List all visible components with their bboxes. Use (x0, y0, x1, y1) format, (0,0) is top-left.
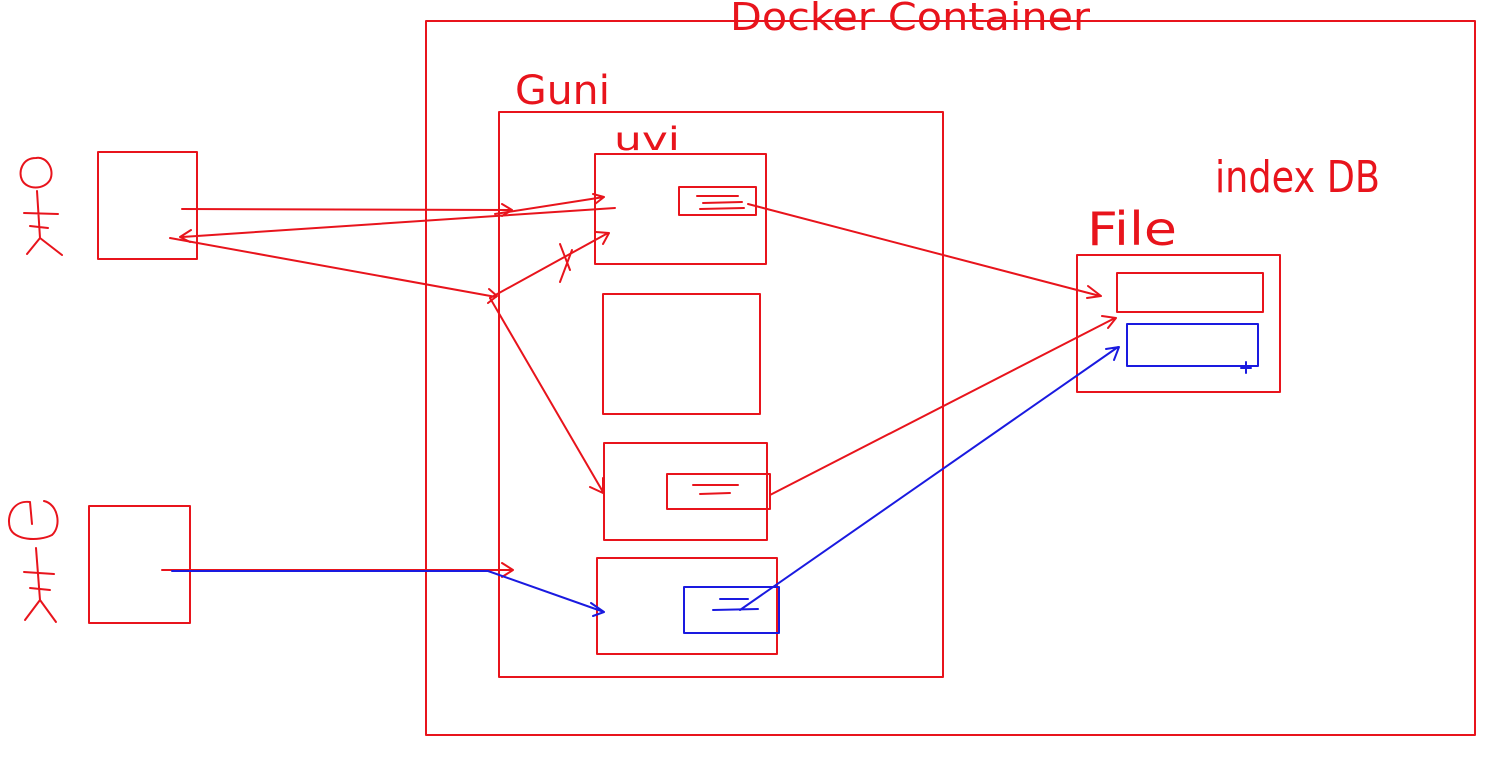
file-slot-blue (1126, 323, 1259, 367)
docker-container-label: Docker Container (730, 0, 1090, 39)
blue-connection-arrows (171, 346, 1120, 617)
guni-box (498, 111, 944, 678)
index-db-label: index DB (1215, 152, 1380, 203)
uvi-worker-2 (602, 293, 761, 415)
file-slot-red (1116, 272, 1264, 313)
user-two-stick-figure-icon (8, 500, 59, 623)
uvi-worker-3 (603, 442, 768, 541)
red-connection-arrows (161, 193, 1117, 578)
file-box (1076, 254, 1281, 393)
docker-container-box (425, 20, 1476, 736)
uvi-worker-3-file-handle (666, 473, 771, 510)
user-one-stick-figure-icon (19, 156, 63, 256)
file-label: File (1087, 202, 1177, 256)
uvi-worker-4 (596, 557, 778, 655)
client-box-2 (88, 505, 191, 624)
guni-label: Guni (515, 68, 610, 114)
uvi-worker-4-file-handle (683, 586, 780, 634)
client-box-1 (97, 151, 198, 260)
uvi-label: uvi (614, 120, 680, 158)
uvi-worker-1-file-handle (678, 186, 757, 216)
